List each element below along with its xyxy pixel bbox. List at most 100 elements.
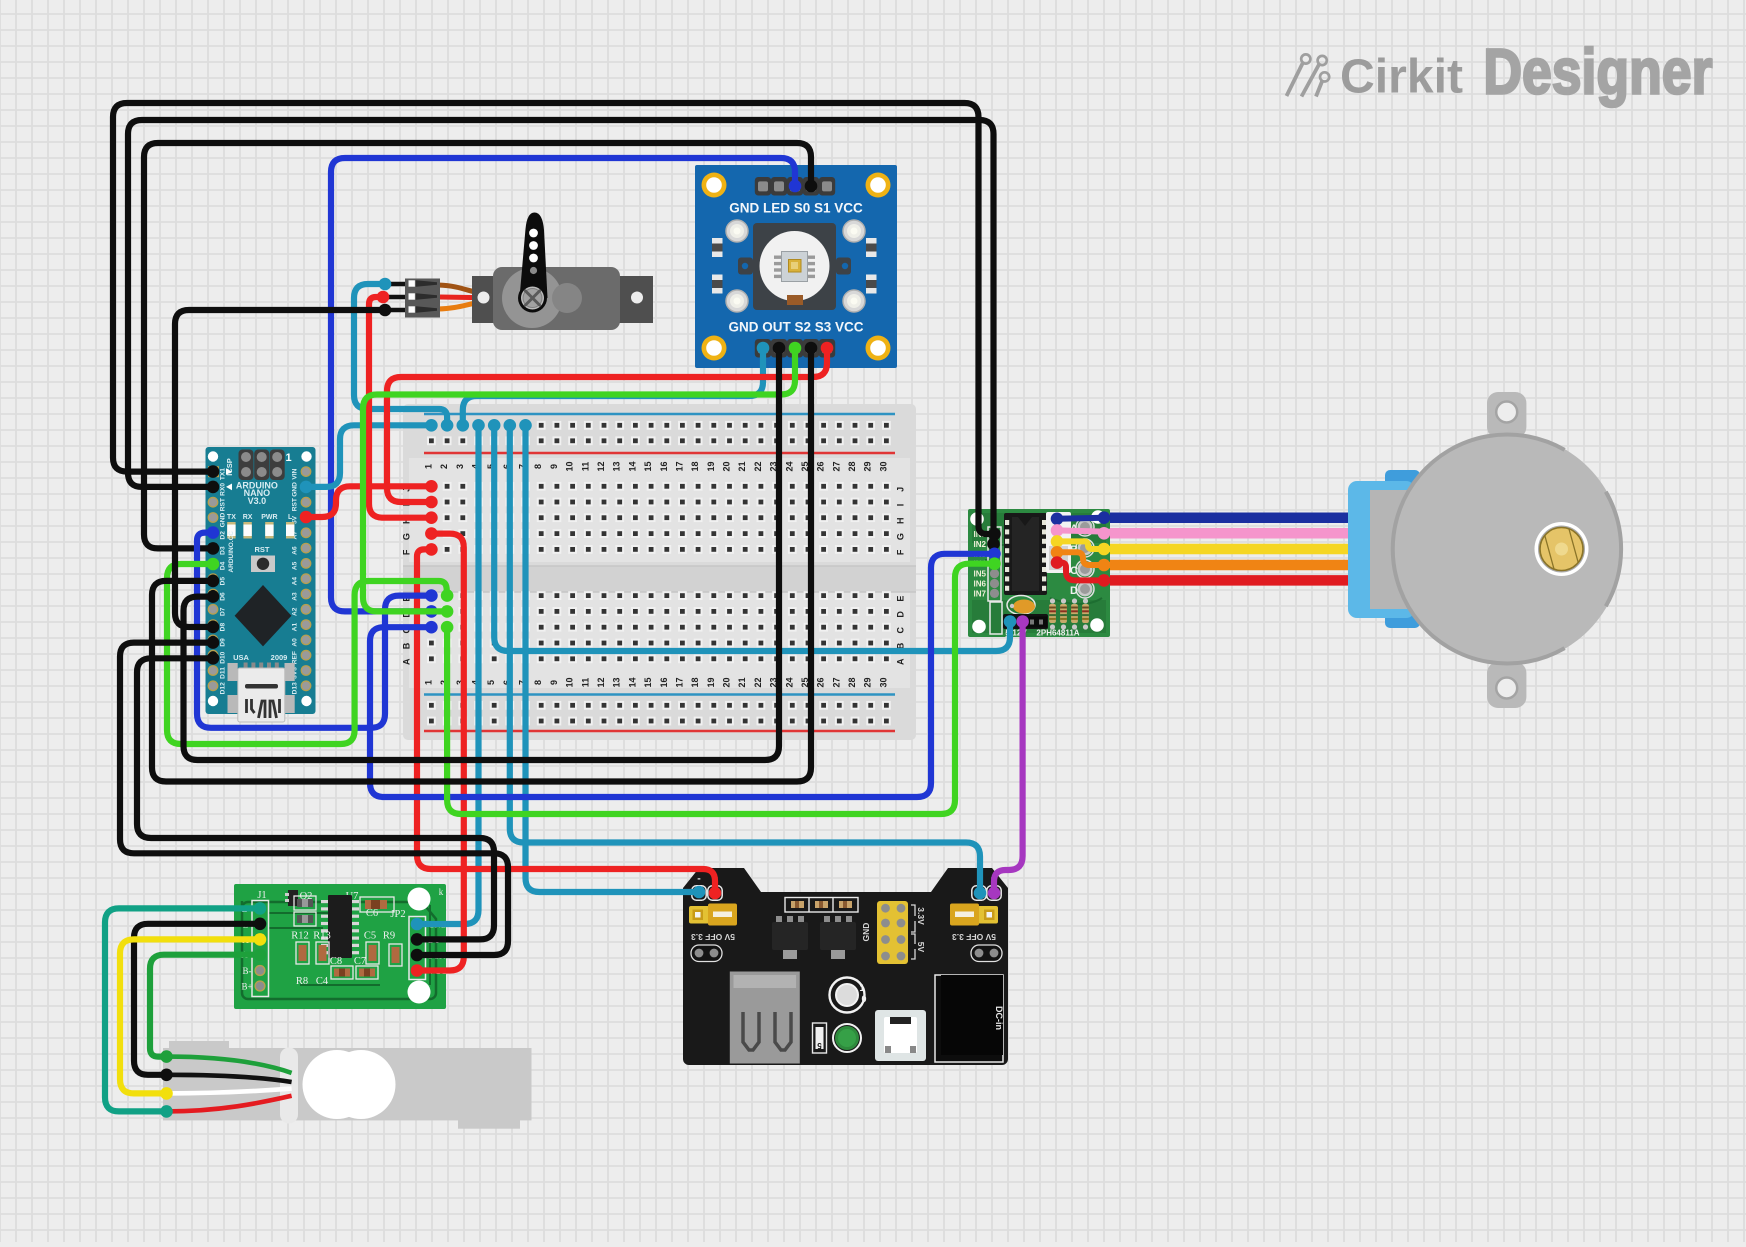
svg-text:R8: R8 — [296, 976, 308, 987]
svg-text:29: 29 — [863, 461, 873, 471]
svg-text:14: 14 — [627, 461, 637, 471]
svg-text:D4: D4 — [220, 561, 227, 570]
svg-text:R9: R9 — [383, 931, 395, 942]
svg-text:A5: A5 — [292, 561, 299, 570]
svg-text:J1: J1 — [257, 890, 266, 901]
svg-text:RST: RST — [292, 498, 299, 511]
svg-text:D7: D7 — [220, 607, 227, 616]
svg-text:3: 3 — [455, 680, 465, 685]
svg-text:16: 16 — [659, 461, 669, 471]
svg-text:Cirkit: Cirkit — [1340, 51, 1463, 104]
svg-text:IN7: IN7 — [974, 589, 987, 598]
svg-text:2: 2 — [439, 464, 449, 469]
svg-text:A2: A2 — [292, 607, 299, 616]
svg-text:G: G — [896, 533, 906, 540]
svg-text:25: 25 — [800, 677, 810, 687]
svg-text:18: 18 — [690, 677, 700, 687]
svg-text:V3.0: V3.0 — [248, 496, 267, 506]
svg-text:I: I — [896, 504, 906, 507]
svg-text:D12: D12 — [220, 682, 227, 694]
svg-text:D: D — [1070, 585, 1078, 597]
svg-text:2009: 2009 — [271, 653, 288, 662]
svg-text:RST: RST — [255, 545, 270, 554]
svg-text:D: D — [896, 611, 906, 618]
svg-text:18: 18 — [690, 461, 700, 471]
svg-text:TX: TX — [227, 514, 236, 521]
svg-text:22: 22 — [753, 677, 763, 687]
svg-text:8: 8 — [533, 680, 543, 685]
svg-text:E: E — [896, 596, 906, 602]
svg-text:GND OUT S2 S3 VCC: GND OUT S2 S3 VCC — [728, 320, 863, 335]
svg-text:30: 30 — [878, 677, 888, 687]
svg-text:GND: GND — [861, 923, 871, 942]
svg-text:20: 20 — [722, 677, 732, 687]
svg-text:D10: D10 — [220, 651, 227, 663]
svg-text:A0: A0 — [292, 638, 299, 647]
svg-text:13: 13 — [612, 461, 622, 471]
svg-text:D9: D9 — [220, 638, 227, 647]
svg-text:16: 16 — [659, 677, 669, 687]
svg-text:C: C — [896, 626, 906, 633]
svg-text:VIN: VIN — [292, 468, 299, 479]
svg-text:21: 21 — [737, 461, 747, 471]
svg-text:R12: R12 — [291, 931, 309, 942]
svg-text:B-: B- — [243, 966, 252, 976]
svg-text:10: 10 — [565, 677, 575, 687]
svg-text:3V3: 3V3 — [292, 667, 299, 679]
svg-text:D3: D3 — [220, 546, 227, 555]
svg-text:USA: USA — [233, 653, 249, 662]
svg-text:RX0: RX0 — [220, 483, 227, 496]
svg-text:19: 19 — [706, 461, 716, 471]
svg-text:15: 15 — [643, 461, 653, 471]
svg-text:TX1: TX1 — [220, 468, 227, 480]
svg-text:1: 1 — [423, 680, 433, 685]
svg-text:A4: A4 — [292, 577, 299, 586]
svg-text:8: 8 — [533, 464, 543, 469]
svg-text:22: 22 — [753, 461, 763, 471]
svg-text:11: 11 — [580, 462, 590, 472]
svg-text:5V OFF 3.3: 5V OFF 3.3 — [691, 932, 735, 942]
svg-text:C8: C8 — [330, 956, 342, 967]
svg-text:10: 10 — [565, 461, 575, 471]
svg-text:ARDUINO.CC: ARDUINO.CC — [228, 531, 235, 573]
svg-text:RX: RX — [243, 514, 253, 521]
svg-text:30: 30 — [878, 461, 888, 471]
svg-text:D8: D8 — [220, 623, 227, 632]
svg-text:D13: D13 — [292, 682, 299, 694]
svg-text:1: 1 — [423, 464, 433, 469]
svg-text:A6: A6 — [292, 546, 299, 555]
svg-text:28: 28 — [847, 677, 857, 687]
svg-text:24: 24 — [784, 677, 794, 687]
svg-text:15: 15 — [643, 677, 653, 687]
svg-text:C6: C6 — [366, 908, 378, 919]
svg-text:R13: R13 — [313, 931, 331, 942]
svg-text:A: A — [402, 658, 412, 665]
svg-text:G: G — [402, 533, 412, 540]
svg-text:24: 24 — [784, 461, 794, 471]
svg-text:B+: B+ — [241, 982, 252, 992]
svg-text:DC-in: DC-in — [994, 1006, 1004, 1030]
svg-text:A7: A7 — [292, 531, 299, 540]
svg-text:2PH64811A: 2PH64811A — [1036, 629, 1079, 638]
svg-text:IN2: IN2 — [974, 540, 987, 549]
svg-text:JP2: JP2 — [390, 909, 405, 920]
svg-text:29: 29 — [863, 677, 873, 687]
svg-text:PWR: PWR — [261, 514, 277, 521]
svg-text:B: B — [896, 642, 906, 649]
svg-text:5: 5 — [486, 680, 496, 685]
svg-text:IN5: IN5 — [974, 570, 987, 579]
svg-text:Designer: Designer — [1483, 36, 1712, 108]
svg-text:F: F — [402, 549, 412, 555]
svg-text:13: 13 — [612, 677, 622, 687]
svg-text:23: 23 — [769, 461, 779, 471]
svg-text:5V: 5V — [292, 515, 299, 524]
svg-text:IN6: IN6 — [974, 580, 987, 589]
svg-text:1: 1 — [285, 452, 291, 464]
svg-text:NANO: NANO — [244, 488, 271, 498]
svg-text:A3: A3 — [292, 592, 299, 601]
svg-text:0: 0 — [861, 994, 866, 1004]
svg-text:C: C — [1070, 565, 1078, 577]
svg-text:GND: GND — [292, 482, 299, 497]
svg-text:H: H — [896, 517, 906, 524]
svg-text:3.3V: 3.3V — [916, 907, 926, 925]
